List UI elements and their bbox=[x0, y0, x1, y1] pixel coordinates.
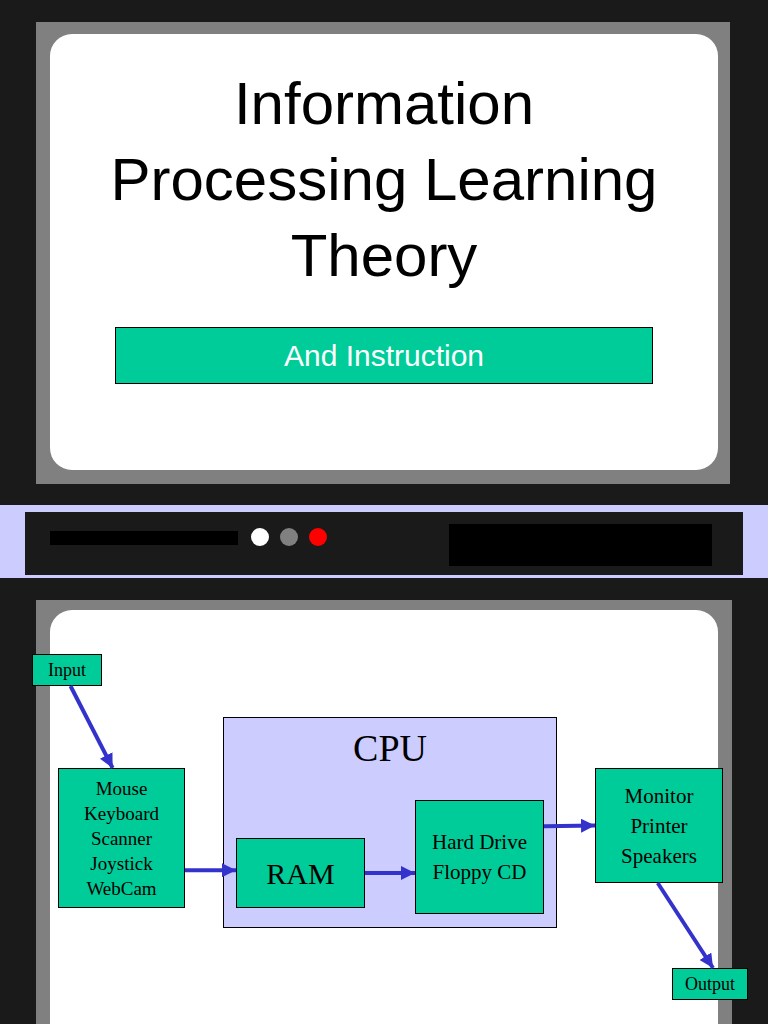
device-box: Monitor Printer Speakers bbox=[595, 768, 723, 883]
indicator-light bbox=[280, 528, 298, 546]
drive-bay bbox=[449, 524, 712, 566]
node-text: Monitor Printer Speakers bbox=[621, 781, 697, 871]
process-box: RAM bbox=[236, 838, 365, 908]
screen-frame bbox=[36, 22, 730, 484]
node-text: Input bbox=[48, 660, 86, 681]
indicator-light bbox=[251, 528, 269, 546]
node-text: And Instruction bbox=[284, 338, 484, 373]
flow-arrow bbox=[185, 868, 236, 872]
device-box: Mouse Keyboard Scanner Joystick WebCam bbox=[58, 768, 185, 908]
label-box: Input bbox=[32, 654, 102, 686]
node-text: CPU bbox=[353, 726, 427, 770]
container-box: CPU RAM Hard Drive Floppy CD bbox=[223, 717, 557, 928]
computer-case bbox=[25, 512, 743, 575]
flow-arrow bbox=[71, 686, 113, 768]
node-text: RAM bbox=[266, 856, 334, 891]
indicator-light bbox=[309, 528, 327, 546]
flow-arrow bbox=[658, 883, 713, 968]
separator-band bbox=[0, 505, 768, 578]
subtitle-box: And Instruction bbox=[115, 327, 653, 384]
drive-slot bbox=[50, 531, 238, 545]
node-text: Hard Drive Floppy CD bbox=[424, 827, 536, 887]
slide-title: Information Processing Learning Theory bbox=[84, 66, 684, 294]
screen-surface bbox=[50, 34, 718, 470]
storage-box: Hard Drive Floppy CD bbox=[415, 800, 544, 914]
node-text: Output bbox=[685, 974, 735, 995]
node-text: Mouse Keyboard Scanner Joystick WebCam bbox=[84, 776, 159, 901]
label-box: Output bbox=[672, 968, 748, 1000]
flow-arrow bbox=[544, 824, 595, 829]
flow-arrow bbox=[365, 871, 415, 875]
screen-bezel bbox=[0, 0, 768, 505]
